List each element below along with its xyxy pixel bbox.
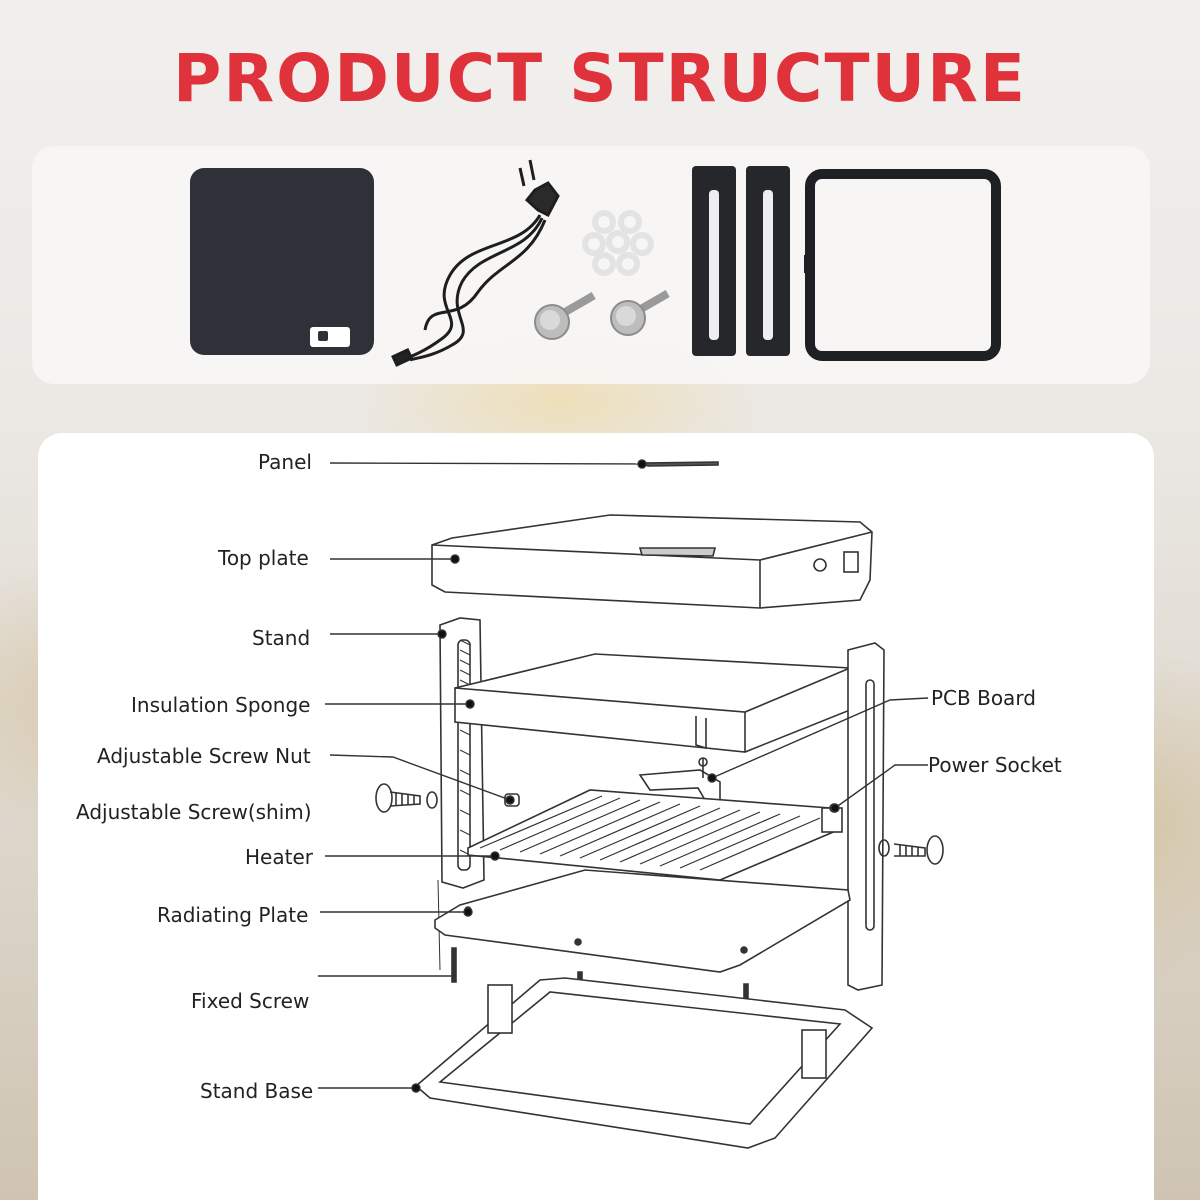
leader-lines xyxy=(318,459,929,1093)
insulation-sponge-component xyxy=(454,653,851,753)
label-fixed-screw: Fixed Screw xyxy=(191,989,310,1013)
stand-base-part xyxy=(804,169,1001,361)
label-top-plate: Top plate xyxy=(218,546,309,570)
label-heater: Heater xyxy=(245,845,313,869)
stand-base-component xyxy=(414,977,874,1149)
screw-nut-component xyxy=(504,793,520,807)
right-stand-component xyxy=(847,642,885,991)
radiating-plate-component xyxy=(434,869,851,973)
label-pcb-board: PCB Board xyxy=(931,686,1036,710)
top-plate-component xyxy=(431,514,873,609)
thumb-screws-part xyxy=(534,290,670,340)
label-stand-base: Stand Base xyxy=(200,1079,314,1103)
page-title: PRODUCT STRUCTURE xyxy=(172,40,1028,117)
label-panel: Panel xyxy=(258,450,312,474)
label-power-socket: Power Socket xyxy=(928,753,1062,777)
right-adjustable-screw-component xyxy=(878,835,944,865)
stands-part xyxy=(692,166,790,356)
panel-component xyxy=(641,461,719,467)
label-adjustable-screw-nut: Adjustable Screw Nut xyxy=(97,744,311,768)
shims-part xyxy=(582,210,654,276)
label-insulation-sponge: Insulation Sponge xyxy=(131,693,311,717)
left-adjustable-screw-component xyxy=(375,783,438,813)
heater-component xyxy=(467,789,843,881)
panel-part xyxy=(190,168,374,355)
label-stand: Stand xyxy=(252,626,311,650)
power-cable-part xyxy=(391,159,560,367)
label-radiating-plate: Radiating Plate xyxy=(157,903,309,927)
label-adjustable-screw-shim: Adjustable Screw(shim) xyxy=(76,800,312,824)
